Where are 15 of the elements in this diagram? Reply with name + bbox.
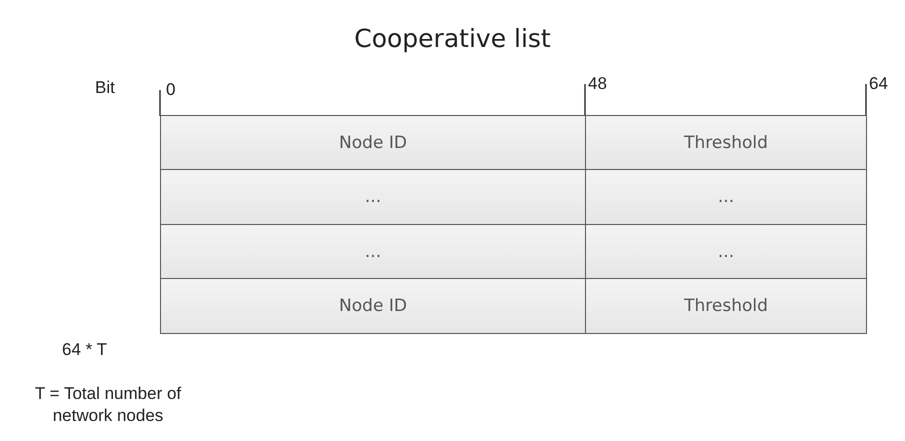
table-cell: ... (160, 169, 586, 225)
note-text: T = Total number of network nodes (34, 383, 182, 427)
bit-number: 0 (166, 80, 176, 100)
size-label: 64 * T (62, 340, 108, 360)
table-cell: Node ID (160, 115, 586, 170)
bit-number: 48 (588, 74, 607, 94)
table-cell: Node ID (160, 278, 586, 334)
table-cell: ... (585, 169, 867, 225)
table-cell: ... (160, 224, 586, 279)
table-cell: Threshold (585, 278, 867, 334)
axis-label: Bit (95, 78, 115, 98)
table-cell: ... (585, 224, 867, 279)
table-cell: Threshold (585, 115, 867, 170)
bit-number: 64 (869, 74, 888, 94)
title: Cooperative list (353, 24, 552, 53)
